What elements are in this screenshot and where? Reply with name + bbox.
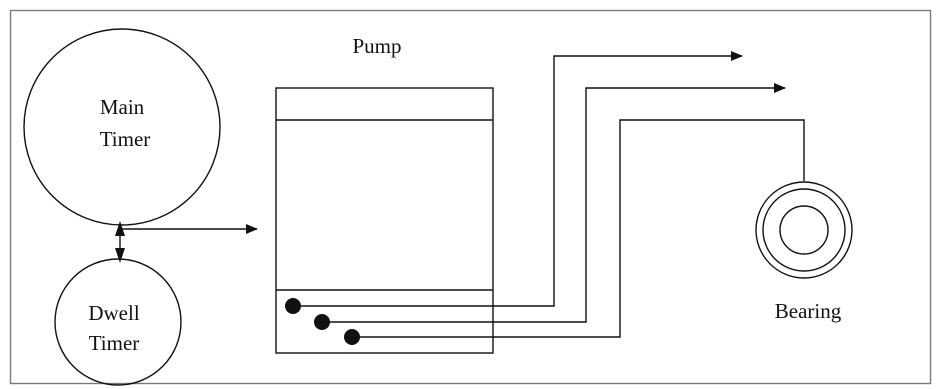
timer-link-down-arrowhead <box>115 248 125 263</box>
main-timer: Main Timer <box>23 28 221 226</box>
pump-body <box>275 87 494 354</box>
lube-line-1 <box>293 51 743 307</box>
pump-label: Pump <box>352 34 401 58</box>
lube-line-3 <box>352 119 805 338</box>
dwell-timer: Dwell Timer <box>54 258 182 386</box>
main-timer-label-line2: Timer <box>100 127 151 151</box>
main-timer-circle <box>23 28 221 226</box>
pump: Pump <box>275 34 494 354</box>
dwell-timer-circle <box>54 258 182 386</box>
timer-link-connector <box>115 221 125 263</box>
main-timer-label-line1: Main <box>100 95 145 119</box>
bearing-label: Bearing <box>775 299 842 323</box>
bearing: Bearing <box>755 181 853 323</box>
bearing-middle-ring <box>762 188 846 272</box>
diagram-frame <box>9 9 932 385</box>
dwell-timer-label-line1: Dwell <box>88 301 139 325</box>
lube-line-2 <box>322 83 786 323</box>
bearing-outer-ring <box>755 181 853 279</box>
dwell-timer-label-line2: Timer <box>89 331 140 355</box>
bearing-inner-ring <box>779 205 829 255</box>
